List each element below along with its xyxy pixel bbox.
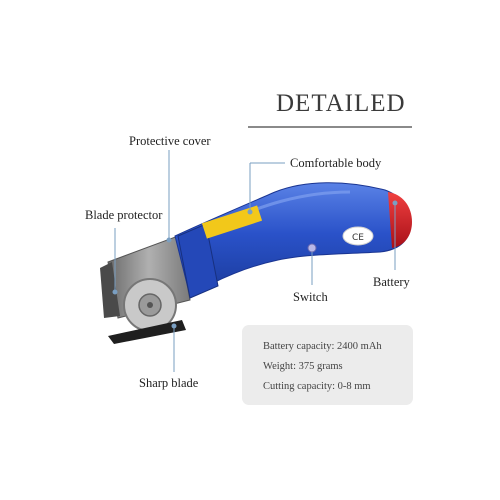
- callout-switch: Switch: [293, 290, 328, 304]
- heading-underline: [248, 126, 412, 128]
- svg-text:CE: CE: [352, 233, 364, 243]
- callout-blade-protector: Blade protector: [85, 208, 163, 222]
- callout-lines: [112, 150, 398, 372]
- spec-card: Battery capacity: 2400 mAh Weight: 375 g…: [242, 325, 413, 405]
- callout-sharp-blade: Sharp blade: [139, 376, 199, 390]
- switch-button: [307, 243, 317, 253]
- callout-battery: Battery: [373, 275, 410, 289]
- blade-guard-plate: [108, 320, 186, 344]
- heading: DETAILED: [276, 90, 406, 117]
- spec-weight: Weight: 375 grams: [263, 361, 343, 372]
- callout-comfortable-body: Comfortable body: [290, 156, 382, 170]
- ce-badge: [342, 226, 374, 246]
- callout-protective-cover: Protective cover: [129, 134, 211, 148]
- warning-label: [201, 205, 263, 239]
- blade-screw: [147, 302, 153, 308]
- battery-cap: [388, 192, 412, 248]
- spec-cutting-capacity: Cutting capacity: 0-8 mm: [263, 381, 371, 392]
- spec-battery-capacity: Battery capacity: 2400 mAh: [263, 341, 382, 352]
- protective-cover-shape: [177, 223, 219, 299]
